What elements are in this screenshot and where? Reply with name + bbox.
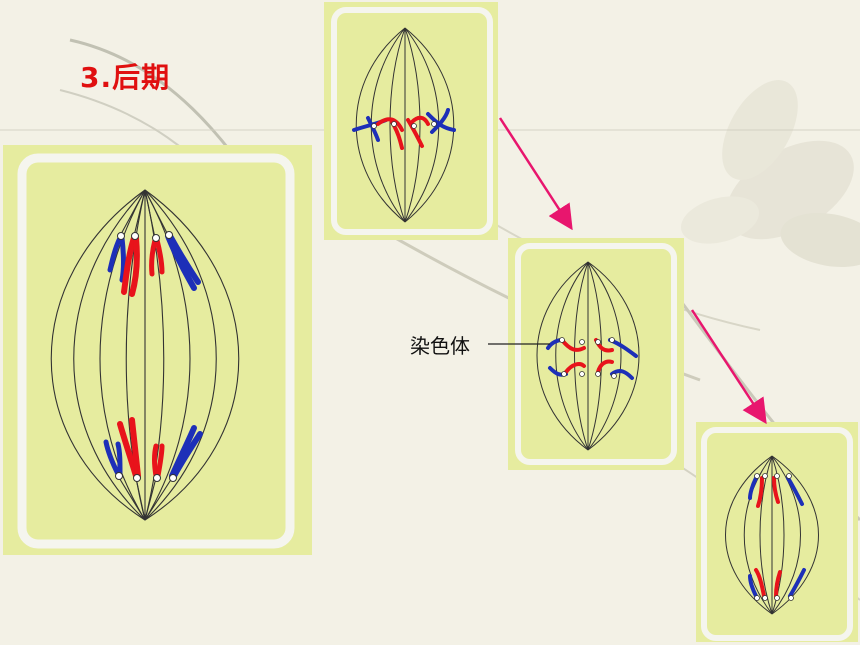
panel-small-metaphase [324, 2, 498, 240]
panel-small-late-anaphase [696, 422, 858, 642]
slide-title: 3.后期 [80, 61, 171, 94]
centromeres [115, 231, 177, 482]
arrow-early-to-late-anaphase [690, 309, 767, 425]
chromosomes-top [107, 233, 201, 297]
chromosomes-bottom [103, 417, 203, 479]
cell-outer [3, 145, 312, 555]
cell-membrane [17, 153, 295, 549]
panel-small-early-anaphase [488, 238, 684, 470]
arrow-metaphase-to-early-anaphase [498, 117, 573, 231]
panel-large-anaphase [3, 145, 312, 555]
chromosome-label: 染色体 [410, 334, 470, 358]
